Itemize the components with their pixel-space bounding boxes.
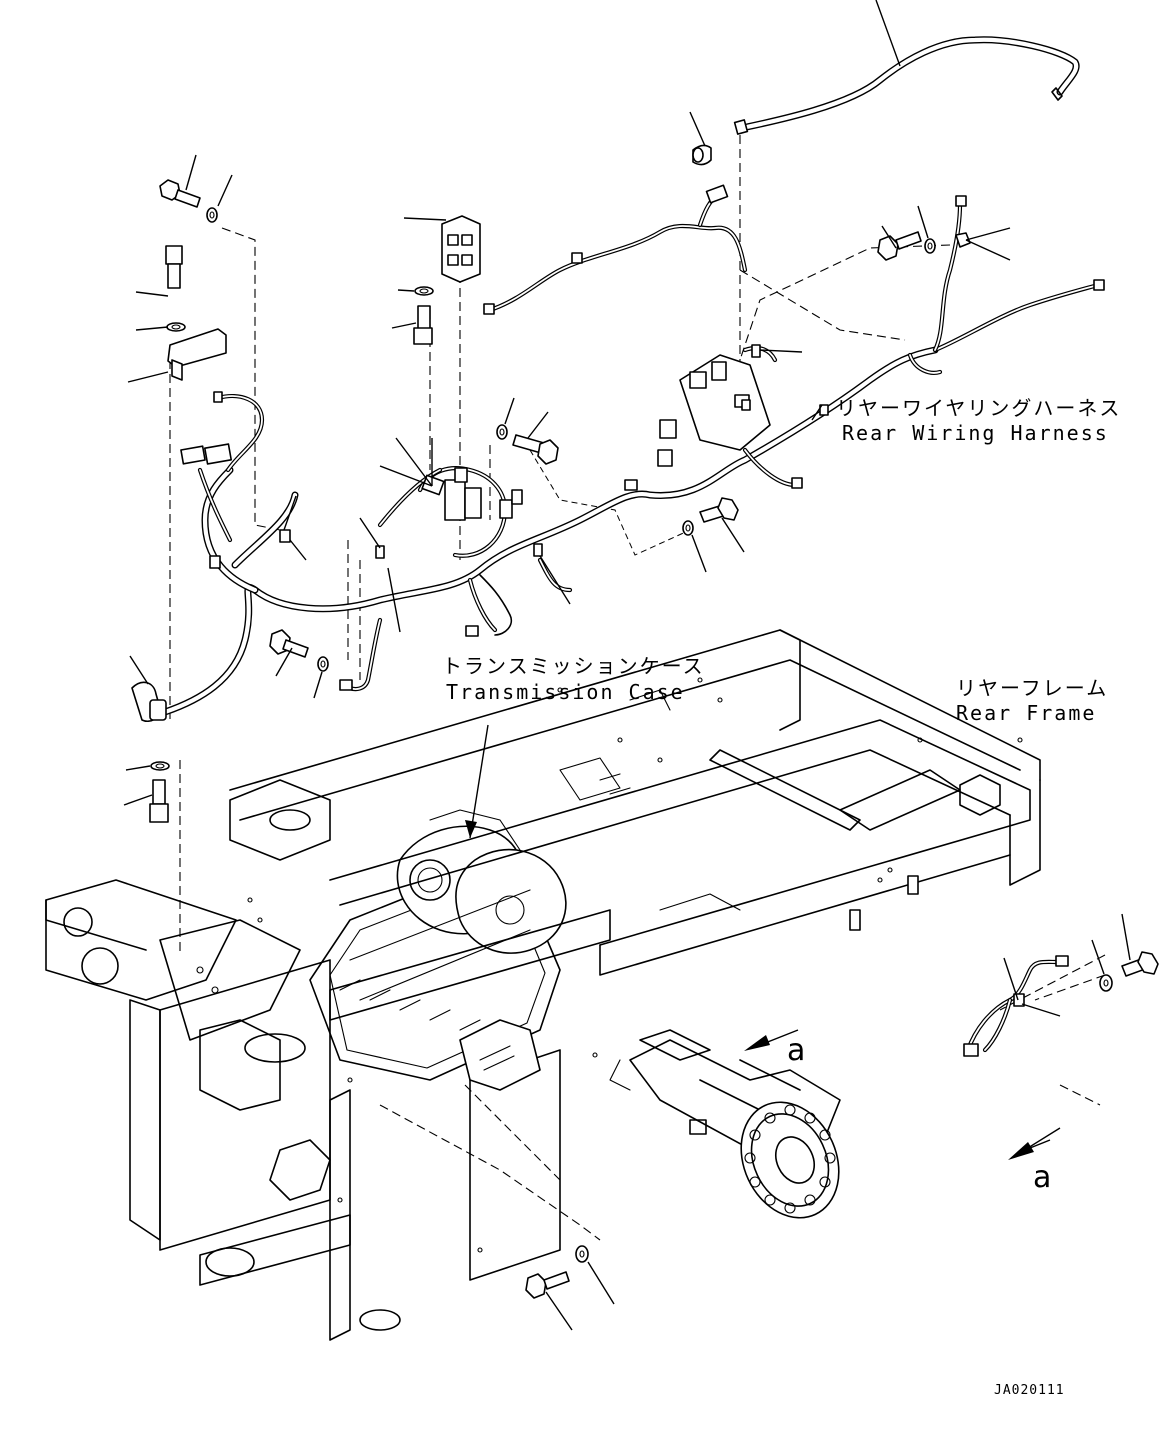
hardware-top-left-bolt [159, 154, 233, 223]
hardware-right-bolt [682, 497, 745, 573]
view-a-label-main: a [787, 1033, 806, 1068]
hardware-left-stack [127, 245, 227, 383]
hardware-mid-left-bolt [269, 629, 329, 699]
view-a-arrow-main [744, 1029, 799, 1051]
rear-frame-label-jp: リヤーフレーム [956, 676, 1109, 700]
label-leaders [811, 404, 823, 421]
connector-bracket-right [624, 345, 829, 491]
harness-elbow-end [131, 681, 167, 723]
rear-frame-label-en: Rear Frame [956, 701, 1097, 725]
rear-wiring-harness [131, 184, 1105, 723]
hardware-far-right-bolt [877, 205, 1011, 261]
hardware-lower-left [123, 655, 170, 823]
rear-harness-label-jp: リヤーワイヤリングハーネス [836, 396, 1122, 420]
rear-harness-label-en: Rear Wiring Harness [842, 421, 1109, 445]
top-cable [733, 0, 1080, 135]
hub-studs [744, 1104, 836, 1214]
rear-axle [592, 1029, 841, 1219]
hardware-bottom-bolt [525, 1245, 615, 1331]
detail-a-sensor [963, 913, 1159, 1057]
rear-frame [45, 629, 1041, 1341]
hardware-clips [279, 344, 803, 633]
transmission-case-label-en: Transmission Case [446, 680, 685, 704]
connector-cluster-left [180, 391, 233, 569]
frame-bolt-holes [196, 677, 1023, 1253]
drawing-code: JA020111 [994, 1383, 1065, 1398]
connector-bundle-center [444, 467, 523, 637]
guide-lines [169, 135, 1106, 1241]
view-a-label-detail: a [1033, 1160, 1052, 1195]
transmission-case-label-jp: トランスミッションケース [442, 654, 705, 678]
view-a-arrow-detail [1008, 1127, 1061, 1160]
hardware-center-bolt [496, 397, 559, 465]
cap-part [689, 111, 712, 166]
hardware-bracket-top [391, 215, 481, 345]
